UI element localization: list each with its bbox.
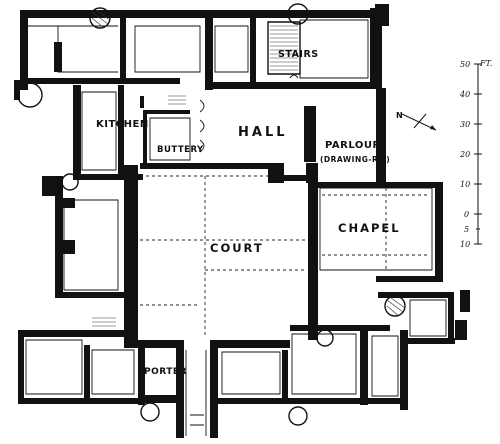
room-label-drawing-room: (DRAWING-RM) [320, 155, 390, 164]
room-label-court: COURT [210, 241, 264, 255]
room-label-stairs: STAIRS [278, 49, 319, 60]
scale-label-30: 30 [460, 120, 470, 129]
room-label-hall: HALL [238, 125, 288, 140]
scale-label-20: 20 [459, 150, 470, 159]
scale-label-50: 50 [460, 60, 470, 69]
room-label-porter: PORTER [144, 367, 187, 377]
scale-label-40: 40 [459, 90, 470, 99]
scale-bar: FT. 50 40 30 20 10 0 5 10 [459, 59, 492, 249]
room-label-parlour: PARLOUR [325, 140, 381, 151]
scale-unit: FT. [479, 59, 492, 68]
stair-towers [17, 3, 406, 426]
room-label-buttery: BUTTERY [157, 145, 204, 155]
scale-label-0: 0 [464, 210, 469, 219]
north-arrow: N [396, 111, 437, 131]
door-swings [199, 74, 299, 153]
scale-label-10: 10 [460, 180, 470, 189]
interior-lines [25, 19, 447, 436]
scale-label-10-below: 10 [460, 240, 470, 249]
north-arrow-label: N [396, 111, 403, 120]
stairs-hatch [92, 21, 301, 327]
scale-label-5: 5 [464, 225, 469, 234]
room-label-chapel: CHAPEL [338, 221, 401, 235]
room-labels: KITCHEN BUTTERY HALL STAIRS PARLOUR (DRA… [96, 49, 401, 377]
outer-walls [14, 4, 470, 438]
room-label-kitchen: KITCHEN [96, 119, 149, 130]
court-dashed-lines [140, 175, 430, 338]
